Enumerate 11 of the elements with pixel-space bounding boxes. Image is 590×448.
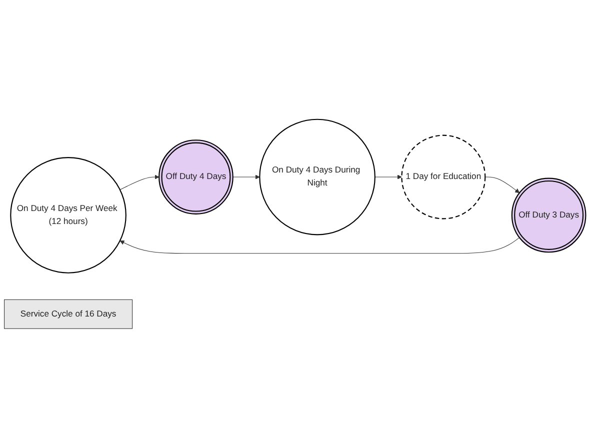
arrow	[120, 237, 520, 254]
arrow	[232, 174, 260, 180]
arrow	[374, 174, 402, 180]
node-circle: On Duty 4 Days During Night	[259, 118, 376, 236]
node-circle: On Duty 4 Days Per Week (12 hours)	[10, 157, 126, 274]
node-box: Service Cycle of 16 Days	[4, 299, 133, 329]
node-circle: Off Duty 3 Days	[511, 178, 586, 253]
node-circle: Off Duty 4 Days	[158, 140, 234, 214]
arrow	[120, 174, 160, 190]
arrow	[484, 176, 520, 194]
node-circle: 1 Day for Education	[401, 134, 486, 220]
